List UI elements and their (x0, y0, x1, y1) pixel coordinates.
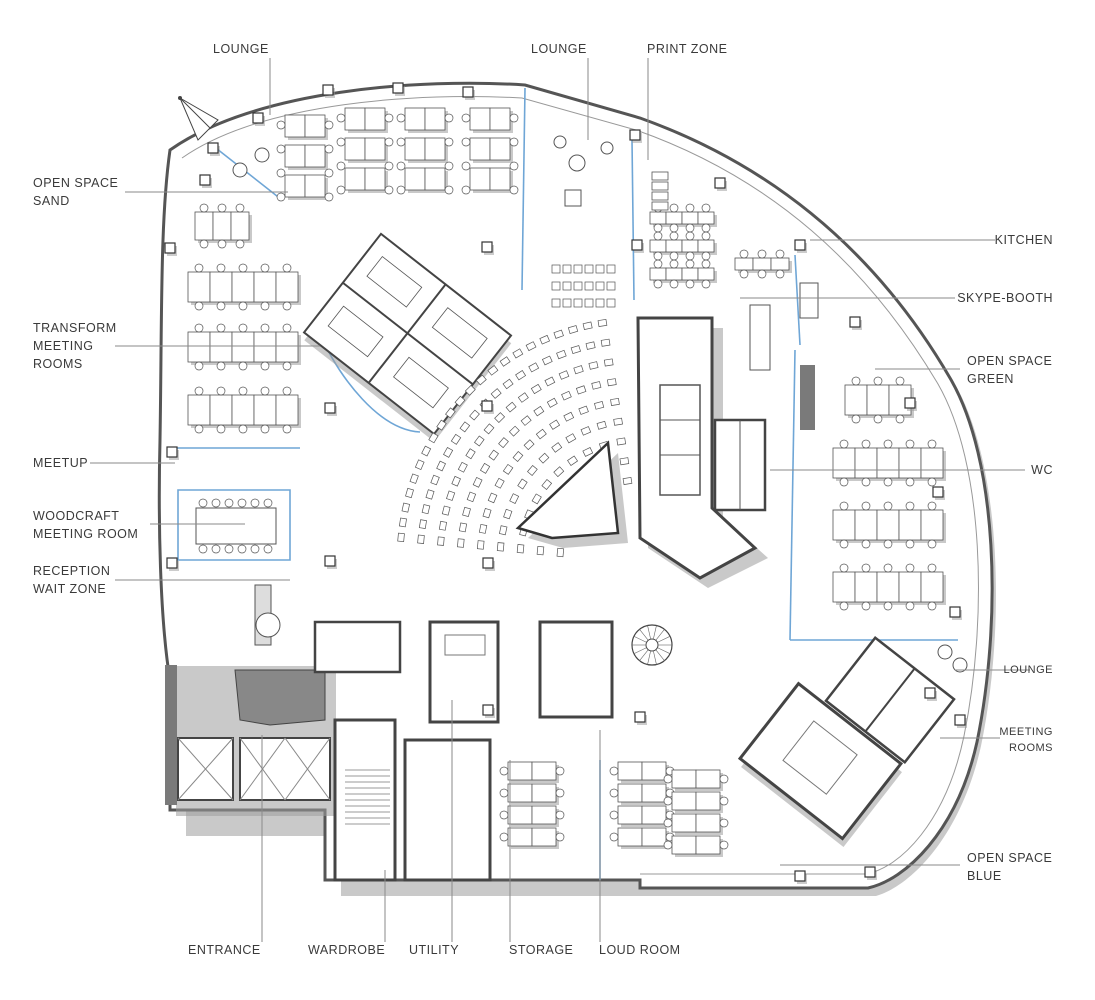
auditorium-seating (397, 264, 633, 558)
label-kitchen: KITCHEN (994, 233, 1053, 247)
transform-meeting-rooms (302, 232, 513, 442)
stage-wedge (515, 440, 628, 548)
label-wardrobe: WARDROBE (308, 943, 386, 957)
label-transform-meeting-rooms: TRANSFORM MEETING ROOMS (33, 321, 117, 371)
open-space-green-desks (832, 376, 946, 611)
label-wc: WC (1031, 463, 1053, 477)
label-skype-booth: SKYPE-BOOTH (957, 291, 1053, 305)
bottom-right-core (737, 681, 904, 847)
label-lounge-top-center: LOUNGE (531, 42, 587, 56)
label-entrance: ENTRANCE (188, 943, 261, 957)
wc-core (636, 316, 815, 588)
label-storage: STORAGE (509, 943, 574, 957)
label-meeting-rooms: MEETING ROOMS (999, 726, 1053, 754)
label-reception-wait-zone: RECEPTION WAIT ZONE (33, 564, 111, 596)
label-loud-room: LOUD ROOM (599, 943, 681, 957)
woodcraft-room-table (195, 498, 277, 554)
north-arrow-icon (178, 96, 219, 141)
wardrobe-stair (333, 718, 397, 882)
label-woodcraft-meeting-room: WOODCRAFT MEETING ROOM (33, 509, 139, 541)
skype-booths (749, 282, 819, 371)
lounge-furniture (232, 135, 968, 673)
label-open-space-sand: OPEN SPACE SAND (33, 176, 119, 208)
leader-lines (90, 58, 1030, 942)
inner-curtain-line (181, 95, 979, 875)
structural-columns (164, 82, 967, 884)
entrance-core (165, 665, 336, 816)
open-space-sand-desks (187, 107, 519, 434)
label-open-space-green: OPEN SPACE GREEN (967, 354, 1053, 386)
label-print-zone: PRINT ZONE (647, 42, 728, 56)
spiral-stair (631, 624, 673, 666)
utility-rooms (313, 620, 614, 882)
label-lounge-top-left: LOUNGE (213, 42, 269, 56)
label-meetup: MEETUP (33, 456, 89, 470)
reception-desk (254, 584, 281, 646)
kitchen-tables (649, 171, 792, 289)
meeting-rooms-right (824, 635, 956, 765)
label-utility: UTILITY (409, 943, 460, 957)
label-open-space-blue: OPEN SPACE BLUE (967, 851, 1053, 883)
open-space-blue-desks (499, 761, 729, 857)
label-lounge-right: LOUNGE (1003, 664, 1053, 676)
